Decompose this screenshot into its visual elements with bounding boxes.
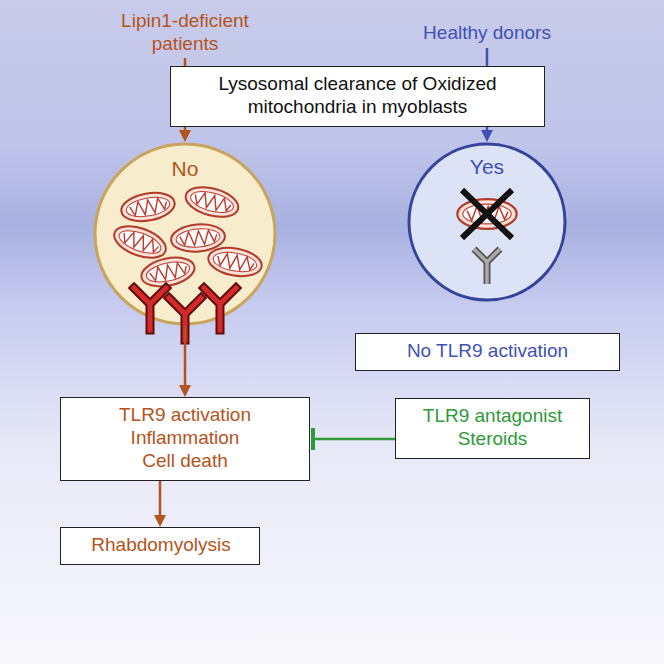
node-text: TLR9 antagonist Steroids <box>418 405 568 451</box>
node-text: Rhabdomyolysis <box>71 534 251 557</box>
connector <box>313 428 395 450</box>
leader-line <box>184 58 187 66</box>
connector <box>179 127 191 142</box>
node-text: No <box>93 156 277 181</box>
connector <box>179 326 191 397</box>
node-text: No TLR9 activation <box>368 340 608 363</box>
leader-line <box>486 48 489 66</box>
outcome-box: No TLR9 activation <box>355 333 620 371</box>
group-label: Healthy donors <box>412 22 562 45</box>
treatment-box: TLR9 antagonist Steroids <box>395 398 590 459</box>
node-text: Yes <box>407 154 567 179</box>
connector <box>481 127 493 142</box>
node-text: TLR9 activation Inflammation Cell death <box>115 404 255 472</box>
damaged-mitochondria <box>110 182 264 291</box>
process-box: Lysosomal clearance of Oxidized mitochon… <box>170 66 545 127</box>
outcome-box: TLR9 activation Inflammation Cell death <box>60 397 310 481</box>
node-text: Lysosomal clearance of Oxidized mitochon… <box>198 73 518 119</box>
connector <box>154 481 166 527</box>
myoblast-circle: Yes <box>407 142 567 302</box>
outcome-box: Rhabdomyolysis <box>60 527 260 565</box>
cleared-mitochondrion <box>457 190 516 238</box>
group-label: Lipin1-deficient patients <box>110 10 260 56</box>
inactive-receptor <box>474 249 500 284</box>
myoblast-circle: No <box>93 142 277 326</box>
